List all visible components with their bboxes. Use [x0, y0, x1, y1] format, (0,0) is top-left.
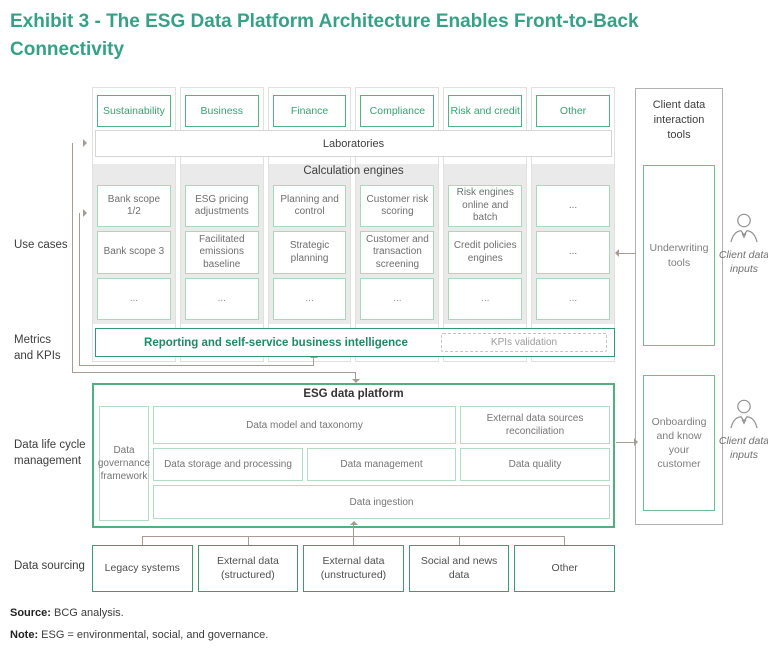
- source-box-other: Other: [514, 545, 615, 592]
- connector-line: [355, 372, 356, 380]
- source-box-legacy: Legacy systems: [92, 545, 193, 592]
- connector-stub: [142, 536, 143, 545]
- connector-stub: [248, 536, 249, 545]
- domain-box: Business: [184, 95, 259, 127]
- connector-line: [79, 213, 80, 366]
- label-use-cases: Use cases: [14, 239, 68, 251]
- domain-box: Sustainability: [97, 95, 171, 127]
- engine-box: ESG pricing adjustments: [184, 185, 259, 227]
- connector-line: [72, 372, 356, 373]
- source-box-external-structured: External data (structured): [197, 545, 299, 592]
- client-person-icon: [729, 212, 759, 249]
- data-storage-cell: Data storage and processing: [153, 448, 303, 481]
- engine-box: ...: [448, 278, 523, 320]
- source-text: BCG analysis.: [50, 607, 124, 619]
- arrow-into-engines: [83, 209, 87, 217]
- engine-box: ...: [97, 278, 171, 320]
- kpis-validation-box: KPIs validation: [441, 333, 607, 352]
- column-business: Business ESG pricing adjustments Facilit…: [179, 87, 264, 362]
- arrow-into-ingestion: [350, 521, 358, 525]
- engine-box: Bank scope 1/2: [97, 185, 171, 227]
- arrow-into-platform: [352, 379, 360, 383]
- exhibit-title: Exhibit 3 - The ESG Data Platform Archit…: [10, 11, 639, 60]
- connector-line: [72, 143, 73, 373]
- client-inputs-label: Client data inputs: [718, 435, 768, 462]
- connector-line: [313, 358, 314, 366]
- connector-line: [619, 253, 636, 254]
- reporting-bar: Reporting and self-service business inte…: [95, 328, 615, 357]
- client-inputs-label: Client data inputs: [718, 249, 768, 276]
- engine-box: Bank scope 3: [97, 231, 171, 274]
- engine-box: ...: [536, 185, 610, 227]
- domain-box: Risk and credit: [448, 95, 523, 127]
- column-sustainability: Sustainability Bank scope 1/2 Bank scope…: [92, 87, 176, 362]
- note-text: ESG = environmental, social, and governa…: [38, 629, 269, 641]
- connector-stub: [459, 536, 460, 545]
- arrow-into-laboratories: [83, 139, 87, 147]
- engine-box: Facilitated emissions baseline: [184, 231, 259, 274]
- underwriting-tools-box: Underwriting tools: [643, 165, 715, 346]
- client-data-tools-panel: Client data interaction tools Underwriti…: [635, 88, 723, 525]
- connector-line: [616, 442, 635, 443]
- source-box-external-unstructured: External data (unstructured): [303, 545, 404, 592]
- column-risk-credit: Risk and credit Risk engines online and …: [443, 87, 528, 362]
- connector-stub: [353, 536, 354, 545]
- data-governance-cell: Data governance framework: [98, 406, 150, 521]
- data-management-cell: Data management: [307, 448, 456, 481]
- column-compliance: Compliance Customer risk scoring Custome…: [355, 87, 440, 362]
- source-label: Source:: [10, 607, 51, 619]
- engine-box: ...: [272, 278, 347, 320]
- client-panel-title: Client data interaction tools: [652, 99, 706, 141]
- esg-note: Note: ESG = environmental, social, and g…: [10, 629, 268, 641]
- label-data-lifecycle: Data life cycle management: [14, 439, 86, 467]
- engine-box: Planning and control: [272, 185, 347, 227]
- engine-box: Customer risk scoring: [360, 185, 435, 227]
- column-finance: Finance Planning and control Strategic p…: [267, 87, 352, 362]
- data-sourcing-row: Legacy systems External data (structured…: [92, 545, 615, 592]
- arrow-underwriting-to-usecases: [615, 249, 619, 257]
- engine-box: Customer and transaction screening: [360, 231, 435, 274]
- column-other: Other ... ... ...: [531, 87, 615, 362]
- laboratories-bar: Laboratories: [95, 130, 612, 157]
- note-label: Note:: [10, 629, 39, 641]
- platform-title: ESG data platform: [303, 388, 404, 400]
- arrow-platform-to-onboarding: [634, 438, 638, 446]
- onboarding-kyc-box: Onboarding and know your customer: [643, 375, 715, 511]
- domain-box: Other: [536, 95, 610, 127]
- calculation-engines-title: Calculation engines: [303, 165, 404, 177]
- label-data-sourcing: Data sourcing: [14, 560, 85, 572]
- source-note: Source: BCG analysis.: [10, 607, 124, 619]
- domain-box: Finance: [272, 95, 347, 127]
- source-box-social-news: Social and news data: [408, 545, 510, 592]
- external-reconciliation-cell: External data sources reconciliation: [460, 406, 610, 444]
- engine-box: Risk engines online and batch: [448, 185, 523, 227]
- engine-box: Credit policies engines: [448, 231, 523, 274]
- connector-riser: [353, 525, 354, 536]
- engine-box: Strategic planning: [272, 231, 347, 274]
- reporting-label: Reporting and self-service business inte…: [144, 336, 408, 349]
- client-person-icon: [729, 398, 759, 435]
- connector-stub: [564, 536, 565, 545]
- engine-box: ...: [184, 278, 259, 320]
- esg-data-platform: ESG data platform Data governance framew…: [92, 383, 615, 528]
- connector-line: [79, 365, 314, 366]
- data-quality-cell: Data quality: [460, 448, 610, 481]
- domain-box: Compliance: [360, 95, 435, 127]
- data-model-cell: Data model and taxonomy: [153, 406, 456, 444]
- engine-box: ...: [536, 231, 610, 274]
- label-metrics-kpis: Metrics and KPIs: [14, 334, 61, 362]
- use-cases-panel: Sustainability Bank scope 1/2 Bank scope…: [92, 87, 615, 362]
- data-ingestion-cell: Data ingestion: [153, 485, 610, 519]
- engine-box: ...: [360, 278, 435, 320]
- engine-box: ...: [536, 278, 610, 320]
